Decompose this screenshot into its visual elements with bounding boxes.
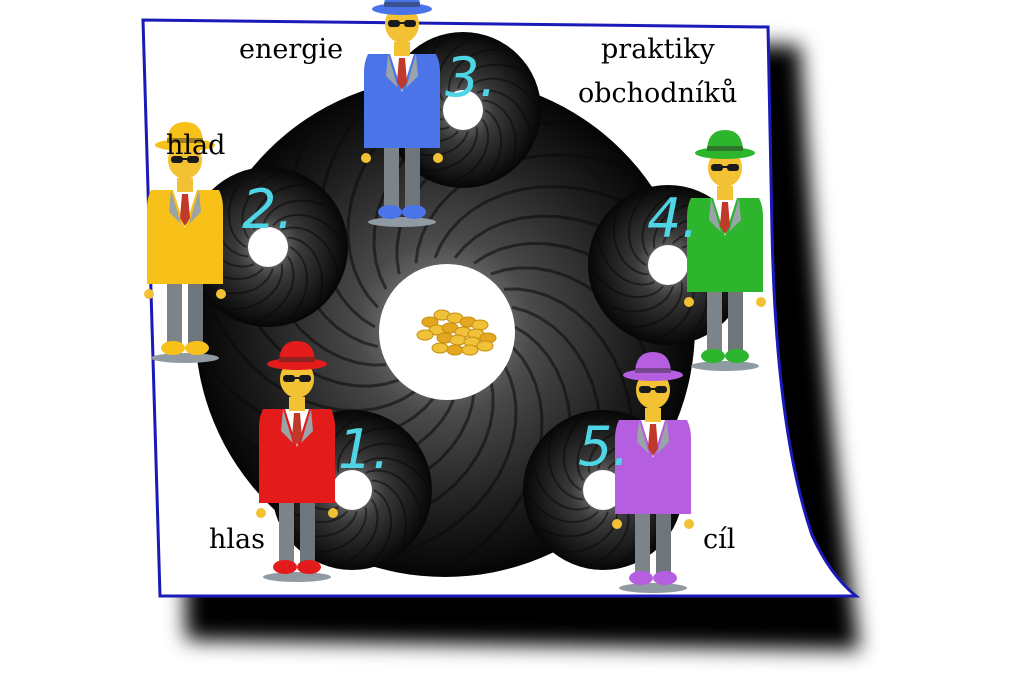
gold-coin — [416, 329, 434, 341]
gold-coin — [449, 334, 467, 346]
gold-coin — [461, 344, 479, 356]
step-number-4: 4. — [647, 187, 699, 250]
label-obchodniku: obchodníků — [578, 77, 737, 109]
label-hlad: hlad — [166, 130, 225, 161]
label-hlas: hlas — [209, 524, 265, 555]
gold-coin — [446, 344, 464, 356]
step-number-1: 1. — [338, 418, 390, 481]
gold-coin — [431, 342, 449, 354]
step-number-5: 5. — [578, 415, 630, 478]
step-number-3: 3. — [445, 46, 497, 109]
label-energie: energie — [239, 34, 343, 65]
gold-coin — [471, 319, 489, 331]
step-number-2: 2. — [242, 178, 294, 241]
gold-coin — [476, 340, 494, 352]
label-praktiky: praktiky — [601, 34, 715, 65]
small-vortex-2 — [188, 167, 348, 327]
label-cil: cíl — [703, 524, 735, 555]
gold-coins-icon — [416, 309, 497, 356]
